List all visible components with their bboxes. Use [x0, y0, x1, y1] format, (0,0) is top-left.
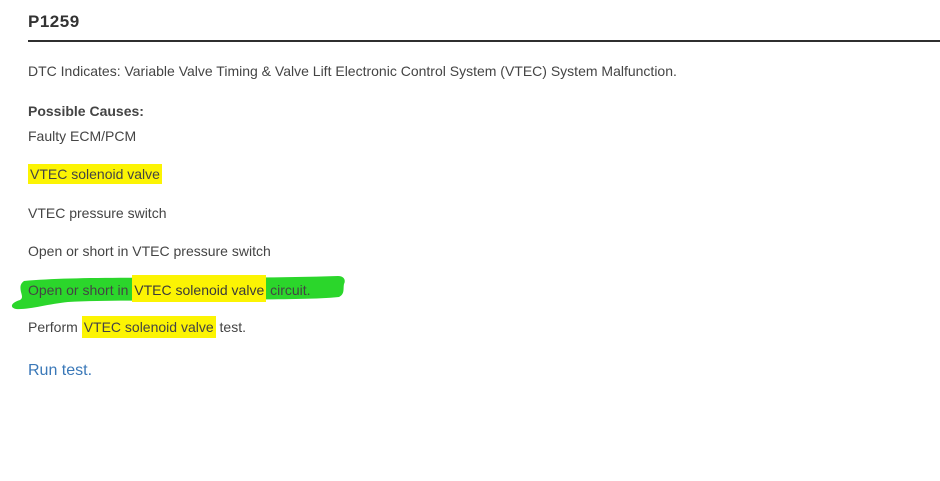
cause-vtec-solenoid-valve: VTEC solenoid valve — [28, 164, 162, 184]
cause-faulty-ecm: Faulty ECM/PCM — [28, 128, 137, 144]
perform-test-text: Perform VTEC solenoid valve test. — [28, 316, 246, 338]
cause-vtec-pressure-switch: VTEC pressure switch — [28, 205, 167, 221]
perform-prefix-text: Perform — [28, 319, 82, 335]
yellow-highlight-vtec-solenoid-valve: VTEC solenoid valve — [28, 164, 162, 184]
open-short-suffix-text: circuit. — [266, 282, 311, 298]
title-underline — [28, 40, 940, 42]
cause-open-short-pressure-switch: Open or short in VTEC pressure switch — [28, 243, 271, 259]
run-test-link[interactable]: Run test. — [28, 362, 93, 379]
perform-suffix-text: test. — [215, 319, 246, 335]
possible-causes-heading: Possible Causes: — [28, 103, 144, 119]
yellow-highlight-solenoid-in-circuit-line: VTEC solenoid valve — [132, 275, 267, 302]
open-short-prefix-text: Open or short in — [28, 282, 133, 298]
page-title: P1259 — [28, 12, 80, 31]
cause-open-short-solenoid-circuit: Open or short in VTEC solenoid valve cir… — [28, 275, 311, 302]
dtc-indicates-text: DTC Indicates: Variable Valve Timing & V… — [28, 63, 677, 79]
yellow-highlight-vtec-solenoid-valve-perform: VTEC solenoid valve — [81, 316, 216, 338]
